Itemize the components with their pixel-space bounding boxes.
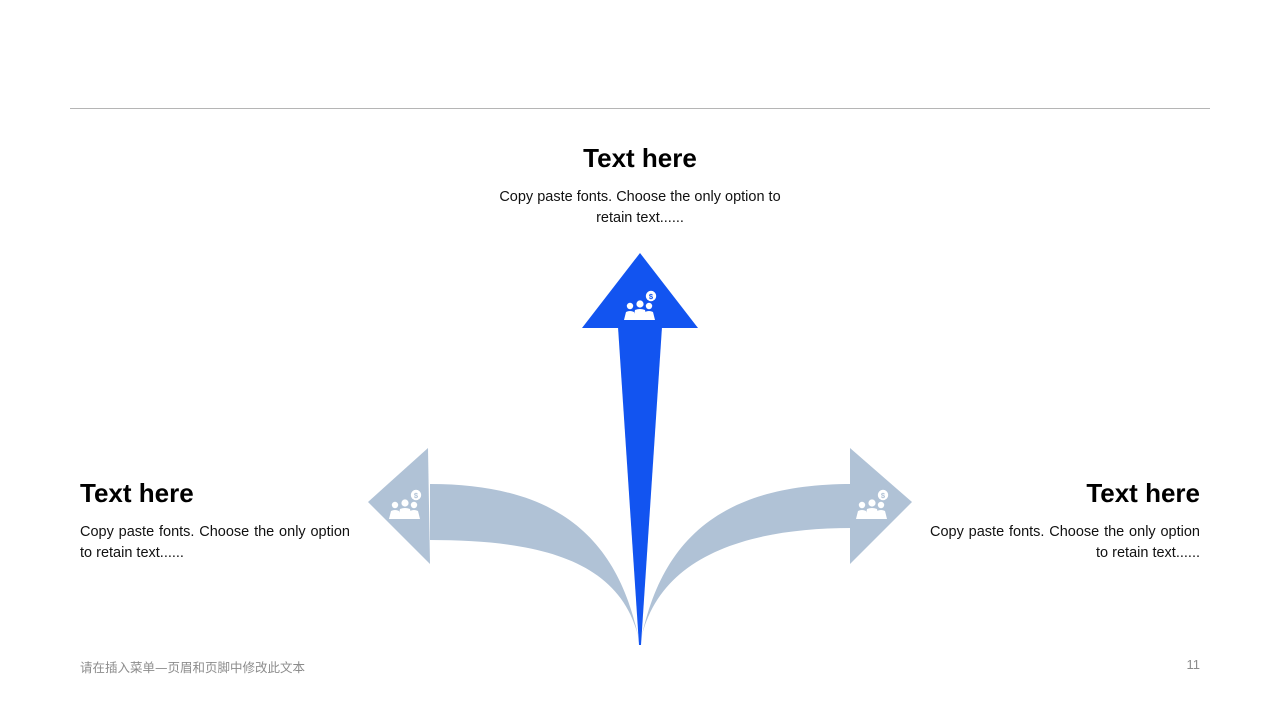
right-description: Copy paste fonts. Choose the only option… bbox=[930, 524, 1200, 561]
header-divider bbox=[70, 108, 1210, 109]
center-heading: Text here bbox=[583, 143, 697, 173]
people-money-icon: $ bbox=[624, 290, 657, 320]
center-arrow bbox=[582, 253, 698, 645]
center-description: Copy paste fonts. Choose the only option… bbox=[499, 189, 781, 226]
footer-text: 请在插入菜单—页眉和页脚中修改此文本 bbox=[80, 660, 306, 675]
right-arrow bbox=[640, 448, 912, 645]
people-money-icon: $ bbox=[389, 489, 422, 519]
people-money-icon: $ bbox=[856, 489, 889, 519]
left-arrow bbox=[368, 448, 640, 645]
page-number: 11 bbox=[1186, 657, 1201, 672]
left-description: Copy paste fonts. Choose the only option… bbox=[80, 524, 350, 561]
svg-text:$: $ bbox=[414, 491, 419, 500]
left-heading: Text here bbox=[80, 478, 194, 508]
svg-text:$: $ bbox=[649, 292, 654, 301]
svg-text:$: $ bbox=[881, 491, 886, 500]
right-heading: Text here bbox=[1086, 478, 1200, 508]
